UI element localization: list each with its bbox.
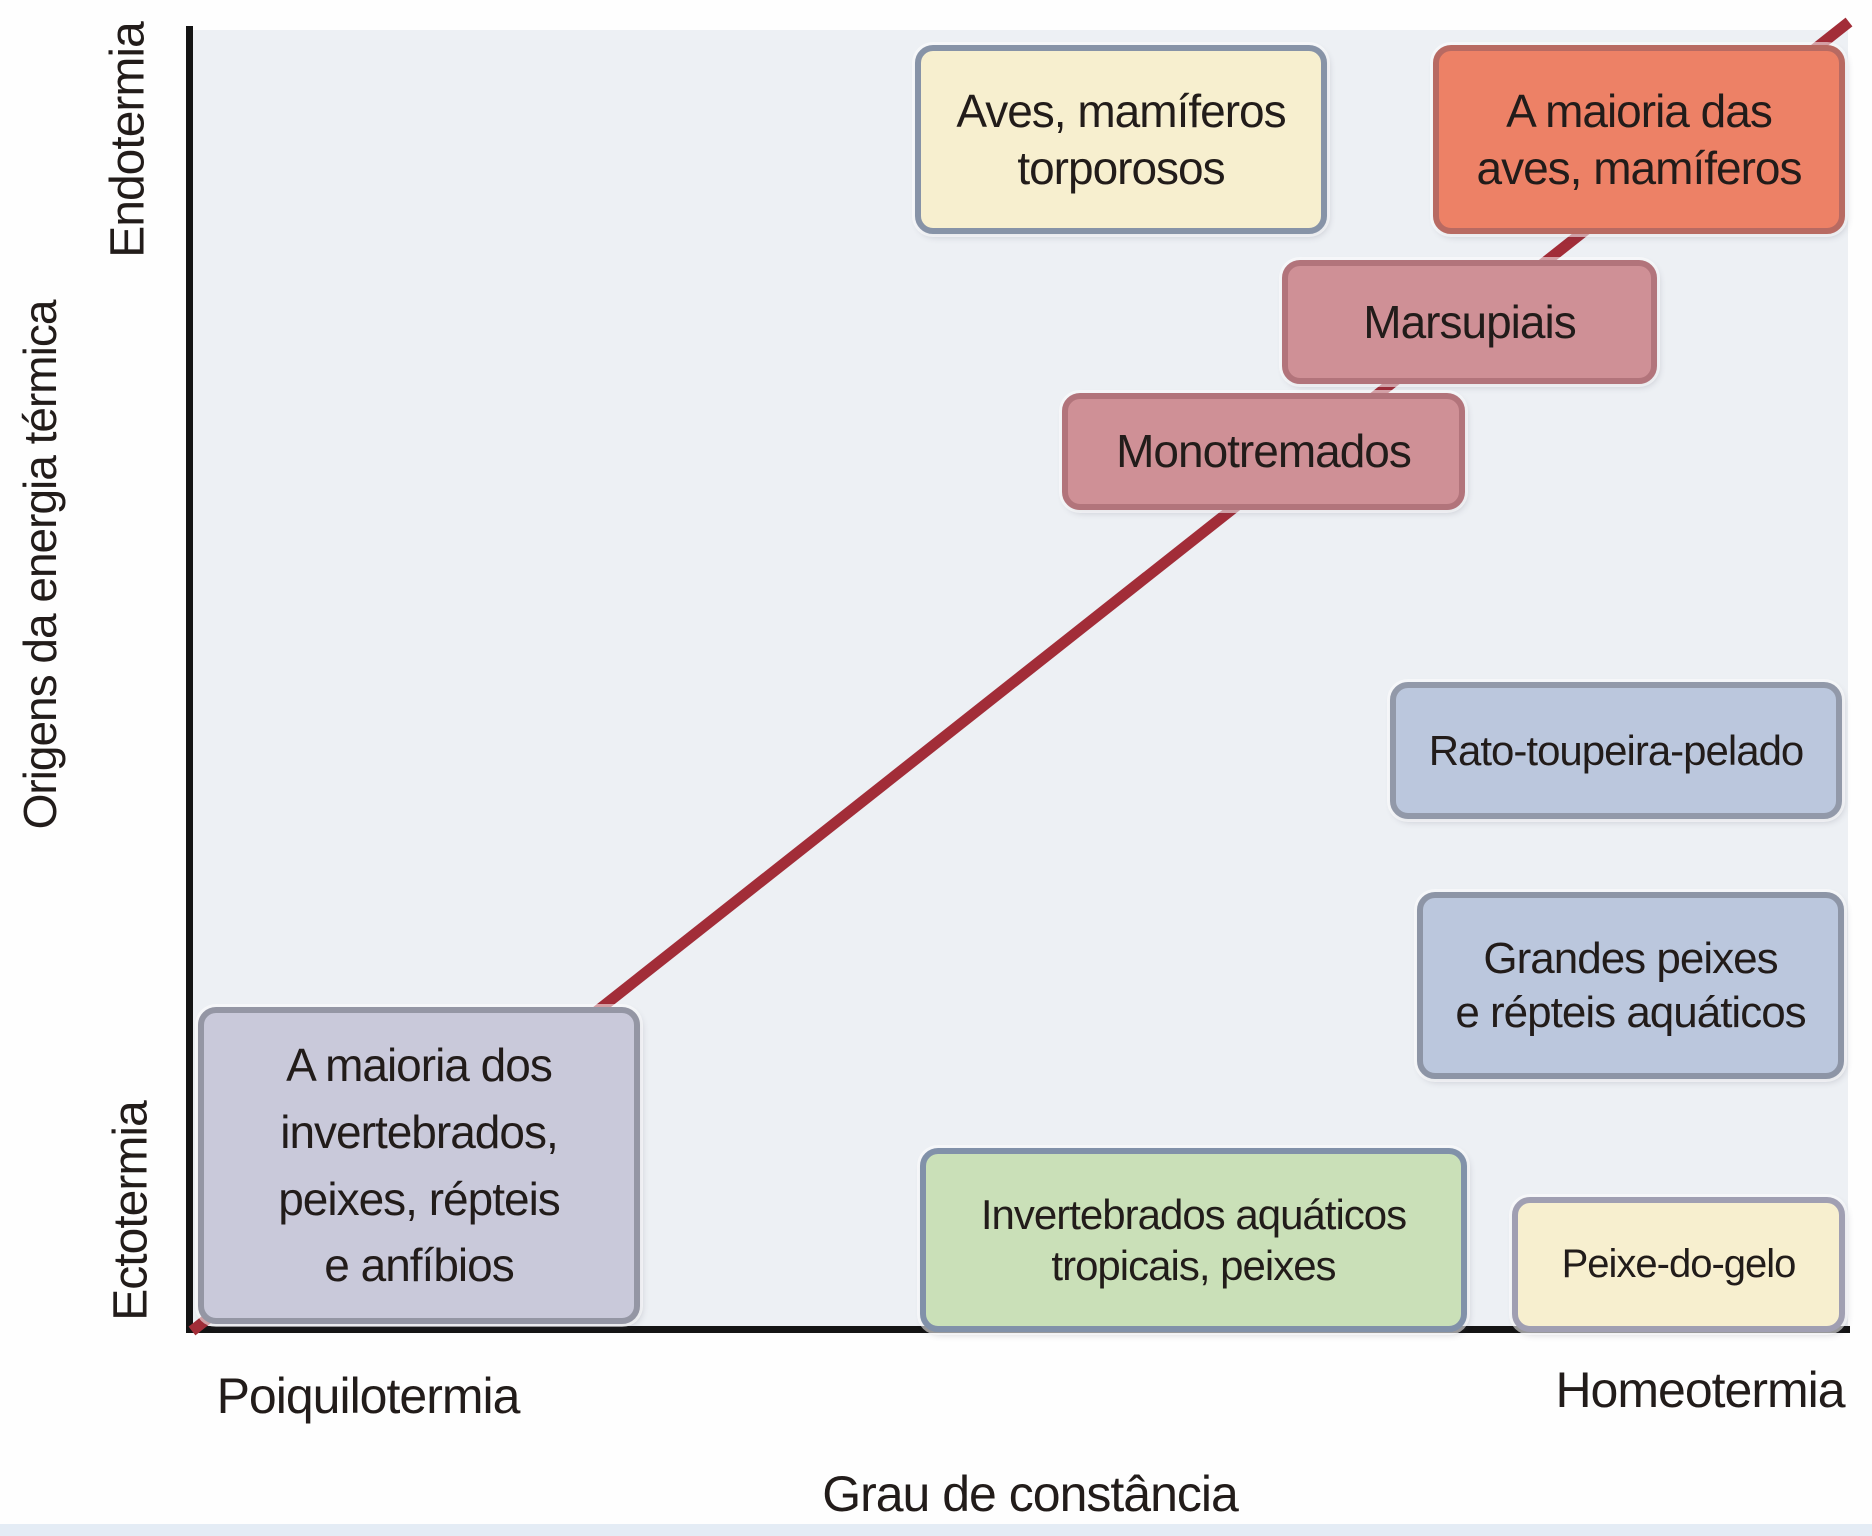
footer-strip: [0, 1524, 1872, 1536]
label-box-peixe-do-gelo: Peixe-do-gelo: [1512, 1197, 1845, 1332]
label-box-maioria-aves-mamiferos: A maioria das aves, mamíferos: [1433, 45, 1845, 234]
label-box-invertebrados-aquaticos: Invertebrados aquáticos tropicais, peixe…: [920, 1148, 1467, 1332]
y-axis-title: Origens da energia térmica: [14, 300, 66, 830]
y-axis-line: [186, 26, 193, 1332]
y-axis-top-label: Endotermia: [101, 22, 155, 258]
y-axis-bottom-label: Ectotermia: [104, 1101, 158, 1321]
label-box-rato-toupeira-pelado: Rato-toupeira-pelado: [1390, 682, 1842, 819]
x-axis-right-label: Homeotermia: [1555, 1362, 1845, 1418]
x-axis-title: Grau de constância: [822, 1466, 1239, 1522]
label-box-grandes-peixes: Grandes peixes e répteis aquáticos: [1417, 892, 1844, 1079]
label-box-marsupiais: Marsupiais: [1282, 260, 1657, 384]
x-axis-left-label: Poiquilotermia: [216, 1368, 521, 1424]
label-box-monotremados: Monotremados: [1062, 393, 1465, 510]
label-box-maioria-invertebrados: A maioria dos invertebrados, peixes, rép…: [198, 1007, 640, 1324]
label-box-aves-torporosos: Aves, mamíferos torporosos: [915, 45, 1327, 234]
